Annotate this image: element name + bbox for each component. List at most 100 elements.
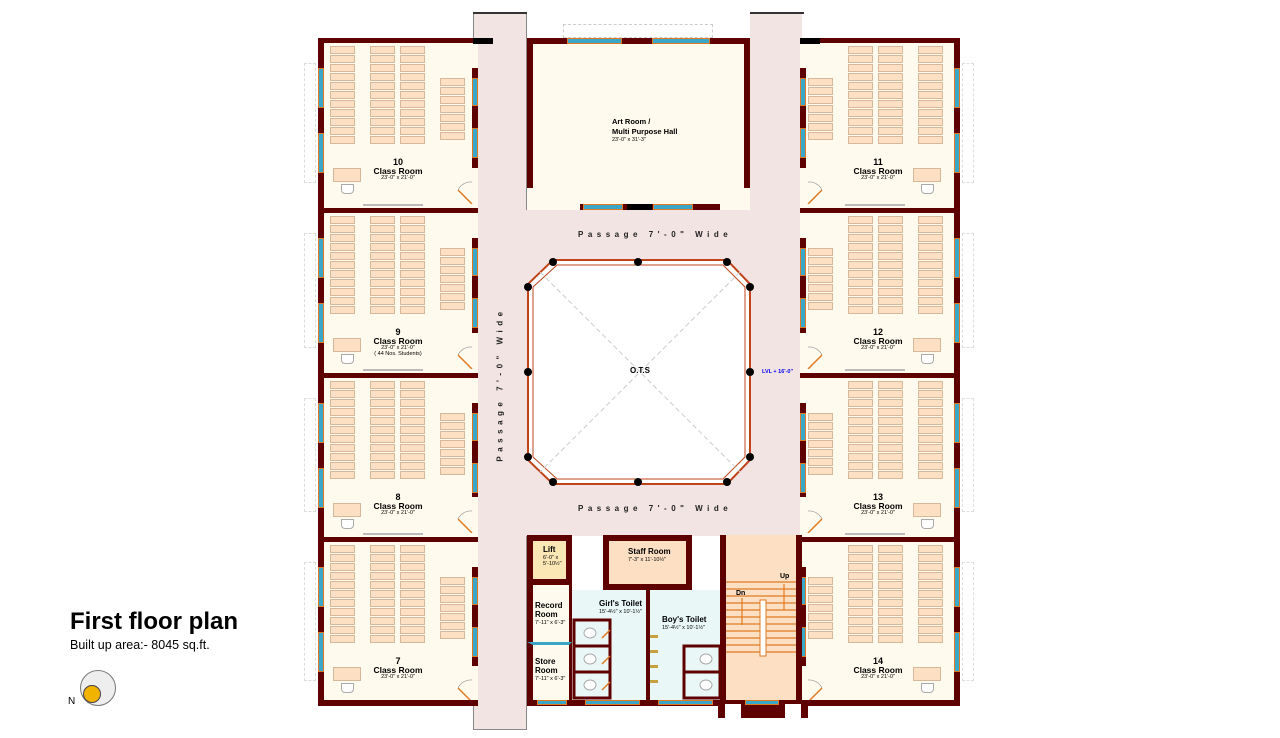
- student-desk: [440, 622, 465, 630]
- student-desk: [400, 225, 425, 233]
- student-desk: [848, 270, 873, 278]
- student-desk: [440, 87, 465, 95]
- student-desk: [400, 306, 425, 314]
- student-desk: [918, 46, 943, 54]
- student-desk: [918, 109, 943, 117]
- student-desk: [918, 563, 943, 571]
- student-desk: [400, 626, 425, 634]
- student-desk: [440, 422, 465, 430]
- student-desk: [848, 563, 873, 571]
- store-room-dims: 7'-11" x 6'-3": [535, 675, 566, 682]
- student-desk: [848, 435, 873, 443]
- student-desk: [330, 390, 355, 398]
- student-desk: [330, 243, 355, 251]
- student-desk: [808, 248, 833, 256]
- plan-title: First floor plan: [70, 608, 238, 635]
- student-desk: [878, 109, 903, 117]
- student-desk: [878, 252, 903, 260]
- student-desk: [370, 581, 395, 589]
- student-desk: [808, 302, 833, 310]
- student-desk: [330, 136, 355, 144]
- teacher-desk: [913, 503, 941, 517]
- student-desk: [400, 408, 425, 416]
- student-desk: [878, 462, 903, 470]
- student-desk: [918, 381, 943, 389]
- student-desk: [848, 127, 873, 135]
- student-desk: [400, 91, 425, 99]
- student-desk: [370, 136, 395, 144]
- student-desk: [400, 109, 425, 117]
- student-desk: [400, 136, 425, 144]
- classroom-name: Class Room: [373, 336, 423, 347]
- student-desk: [808, 431, 833, 439]
- student-desk: [370, 216, 395, 224]
- student-desk: [808, 87, 833, 95]
- door-icon: [457, 181, 473, 204]
- classroom-label: 9 Class Room 23'-0" x 21'-0" ( 44 Nos. S…: [358, 327, 438, 358]
- student-desk: [918, 453, 943, 461]
- classroom-label: 8 Class Room 23'-0" x 21'-0": [358, 492, 438, 517]
- student-desk: [400, 581, 425, 589]
- student-desk: [918, 590, 943, 598]
- student-desk: [878, 617, 903, 625]
- classroom-dims: 23'-0" x 21'-0": [861, 674, 895, 681]
- student-desk: [848, 225, 873, 233]
- student-desk: [878, 545, 903, 553]
- student-desk: [330, 127, 355, 135]
- door-icon: [807, 181, 823, 204]
- student-desk: [400, 617, 425, 625]
- student-desk: [330, 471, 355, 479]
- student-desk: [400, 118, 425, 126]
- student-desk: [400, 73, 425, 81]
- classroom-number: 11: [873, 157, 883, 167]
- student-desk: [440, 631, 465, 639]
- student-desk: [370, 417, 395, 425]
- student-desk: [848, 572, 873, 580]
- teacher-chair: [921, 184, 934, 194]
- student-desk: [400, 270, 425, 278]
- staff-room: [603, 535, 692, 590]
- record-room-name-2: Room: [535, 609, 558, 619]
- student-desk: [370, 554, 395, 562]
- student-desk: [848, 100, 873, 108]
- student-desk: [400, 462, 425, 470]
- lift-dims-1: 6'-0" x: [543, 554, 559, 561]
- classroom-name: Class Room: [373, 665, 423, 676]
- record-room-dims: 7'-11" x 6'-3": [535, 619, 566, 626]
- student-desk: [918, 243, 943, 251]
- girls-toilet-dims: 15'-4½" x 10'-1½": [599, 608, 643, 615]
- student-desk: [400, 288, 425, 296]
- student-desk: [400, 390, 425, 398]
- student-desk: [370, 100, 395, 108]
- student-desk: [330, 635, 355, 643]
- student-desk: [878, 55, 903, 63]
- student-desk: [330, 306, 355, 314]
- classroom-dims: 23'-0" x 21'-0": [381, 345, 415, 352]
- student-desk: [878, 399, 903, 407]
- toilet-cubicles: [572, 618, 722, 700]
- student-desk: [400, 563, 425, 571]
- student-desk: [440, 266, 465, 274]
- staff-room-dims: 7'-3" x 11'-10½": [628, 556, 667, 563]
- student-desk: [878, 453, 903, 461]
- classroom-dims: 23'-0" x 21'-0": [861, 510, 895, 517]
- student-desk: [370, 91, 395, 99]
- student-desk: [848, 288, 873, 296]
- lift-dims-2: 5'-10½": [543, 560, 562, 567]
- student-desk: [848, 91, 873, 99]
- student-desk: [878, 581, 903, 589]
- classroom-name: Class Room: [853, 665, 903, 676]
- student-desk: [330, 234, 355, 242]
- classroom-label: 14 Class Room 23'-0" x 21'-0": [838, 656, 918, 681]
- student-desk: [808, 275, 833, 283]
- store-room-label: Store Room 7'-11" x 6'-3": [535, 657, 566, 682]
- student-desk: [370, 381, 395, 389]
- teacher-chair: [341, 519, 354, 529]
- student-desk: [400, 453, 425, 461]
- student-desk: [370, 599, 395, 607]
- student-desk: [370, 626, 395, 634]
- student-desk: [330, 109, 355, 117]
- student-desk: [330, 608, 355, 616]
- student-desk: [330, 288, 355, 296]
- teacher-chair: [341, 184, 354, 194]
